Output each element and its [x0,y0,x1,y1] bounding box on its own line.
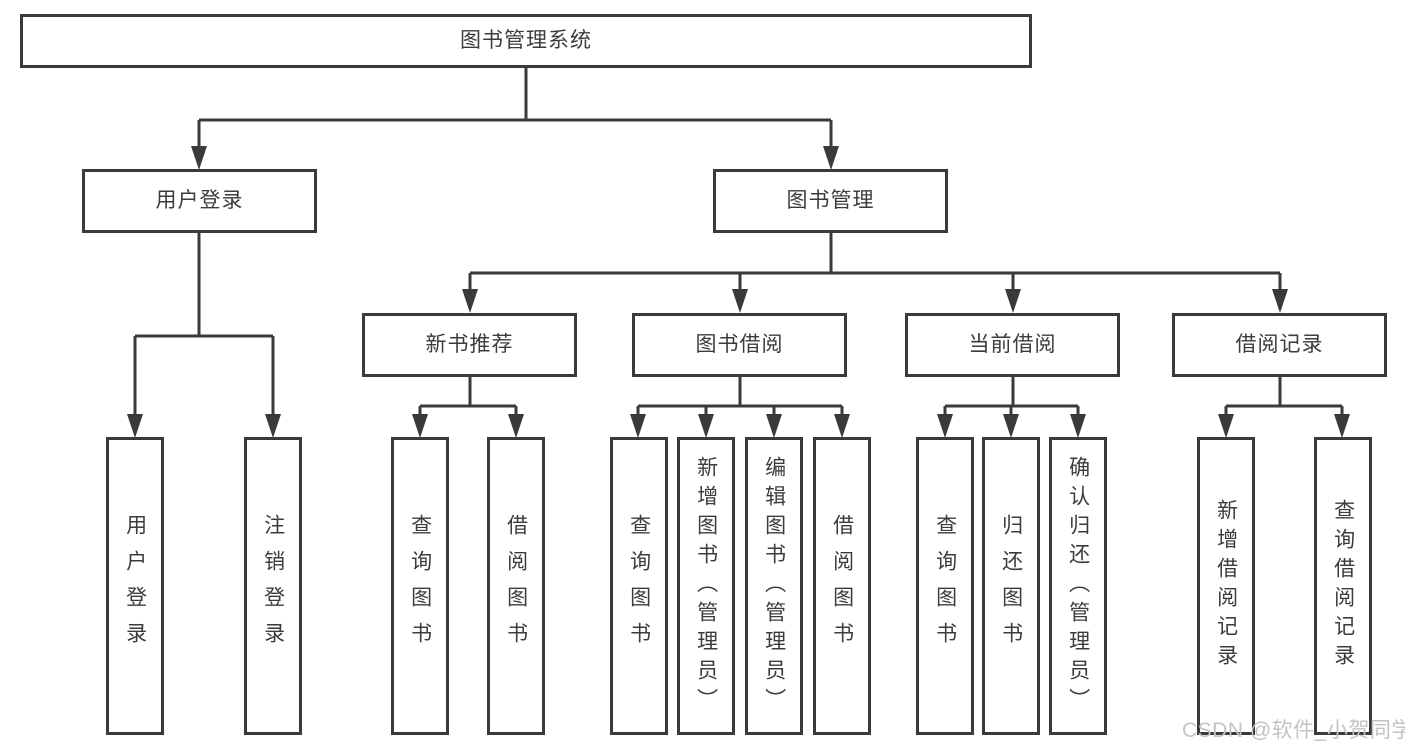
leaf-user-login: 用户登录 [106,437,164,735]
leaf-borrow-books-recommend: 借阅图书 [487,437,545,735]
leaf-borrow-books: 借阅图书 [813,437,871,735]
leaf-confirm-return-admin: 确认归还（管理员） [1049,437,1107,735]
leaf-label: 新增借阅记录 [1214,499,1238,673]
node-label: 图书管理 [786,189,875,213]
leaf-label: 新增图书（管理员） [694,455,718,717]
node-label: 图书借阅 [695,333,784,357]
node-book-borrowing: 图书借阅 [632,313,847,377]
node-book-management: 图书管理 [713,169,948,233]
node-label: 新书推荐 [425,333,514,357]
leaf-query-books-borrowing: 查询图书 [610,437,668,735]
node-library-management-system: 图书管理系统 [20,14,1032,68]
node-label: 当前借阅 [968,333,1057,357]
node-user-login: 用户登录 [82,169,317,233]
leaf-return-books: 归还图书 [982,437,1040,735]
leaf-query-books-current: 查询图书 [916,437,974,735]
leaf-label: 查询图书 [408,514,432,658]
leaf-label: 编辑图书（管理员） [762,455,786,717]
leaf-label: 借阅图书 [830,514,854,658]
leaf-label: 归还图书 [999,514,1023,658]
node-borrowing-records: 借阅记录 [1172,313,1387,377]
leaf-add-borrowing-record: 新增借阅记录 [1197,437,1255,735]
leaf-query-books-recommend: 查询图书 [391,437,449,735]
leaf-logout: 注销登录 [244,437,302,735]
node-new-book-recommend: 新书推荐 [362,313,577,377]
node-label: 图书管理系统 [460,29,592,53]
leaf-add-books-admin: 新增图书（管理员） [677,437,735,735]
leaf-label: 查询图书 [627,514,651,658]
leaf-label: 查询图书 [933,514,957,658]
node-label: 用户登录 [155,189,244,213]
leaf-label: 用户登录 [123,514,147,658]
leaf-label: 确认归还（管理员） [1066,455,1090,717]
leaf-label: 借阅图书 [504,514,528,658]
leaf-edit-books-admin: 编辑图书（管理员） [745,437,803,735]
node-label: 借阅记录 [1235,333,1324,357]
leaf-label: 注销登录 [261,514,285,658]
leaf-label: 查询借阅记录 [1331,499,1355,673]
leaf-query-borrowing-record: 查询借阅记录 [1314,437,1372,735]
node-current-borrowing: 当前借阅 [905,313,1120,377]
